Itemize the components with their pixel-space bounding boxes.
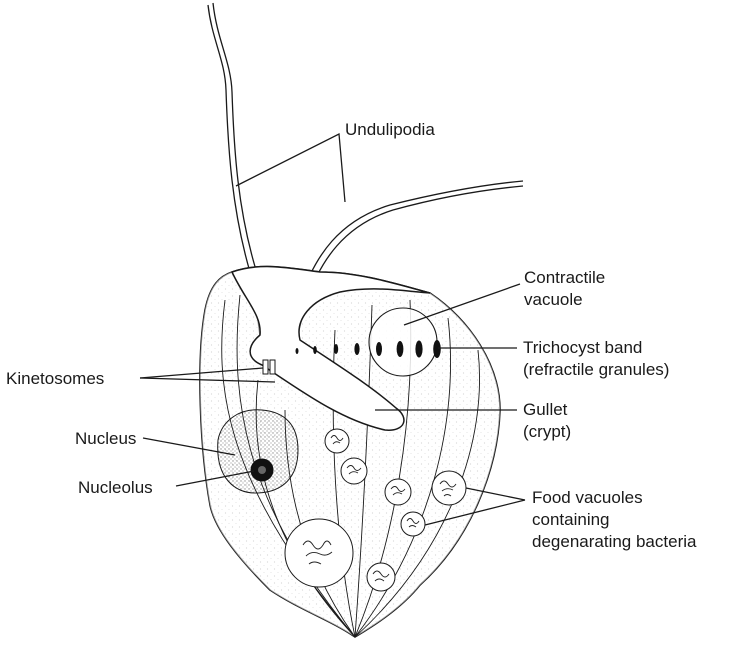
contractile-vacuole-label-line-2: vacuole (524, 289, 605, 311)
gullet-label-line-1: Gullet (523, 399, 571, 421)
undulipodia-label: Undulipodia (345, 119, 435, 141)
food-vacuoles-label-line-2: containing (532, 509, 696, 531)
nucleolus-label: Nucleolus (78, 477, 153, 499)
food-vacuoles-label-line-3: degenarating bacteria (532, 531, 696, 553)
gullet-label: Gullet (crypt) (523, 399, 571, 443)
contractile-vacuole-label: Contractile vacuole (524, 267, 605, 311)
contractile-vacuole-label-line-1: Contractile (524, 267, 605, 289)
contractile-vacuole (369, 308, 437, 376)
nucleus-label: Nucleus (75, 428, 136, 450)
kinetosomes-label: Kinetosomes (6, 368, 104, 390)
trichocyst-band-label-line-2: (refractile granules) (523, 359, 669, 381)
gullet-label-line-2: (crypt) (523, 421, 571, 443)
trichocyst-band-label-line-1: Trichocyst band (523, 337, 669, 359)
nucleolus (251, 459, 273, 481)
food-vacuoles-label-line-1: Food vacuoles (532, 487, 696, 509)
trichocyst-band-label: Trichocyst band (refractile granules) (523, 337, 669, 381)
food-vacuoles-label: Food vacuoles containing degenarating ba… (532, 487, 696, 553)
undulipodia-leader (236, 134, 345, 202)
